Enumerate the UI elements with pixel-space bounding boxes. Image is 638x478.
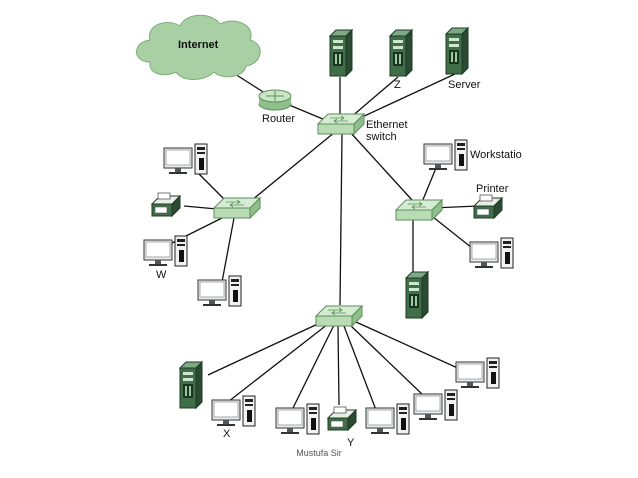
printer-icon [473, 194, 503, 219]
workstation-icon [413, 389, 458, 421]
workstation-label: Workstatio [470, 149, 522, 161]
workstation-icon [197, 275, 242, 307]
bottom-switch-icon [315, 305, 363, 327]
server-icon [329, 29, 353, 77]
w-label: W [156, 269, 167, 281]
printer-icon [327, 406, 357, 431]
workstation-x-icon [211, 395, 256, 427]
router-label: Router [262, 113, 295, 125]
y-label-partial: Y [347, 437, 355, 449]
workstation-icon [275, 403, 320, 435]
workstation-w-icon [143, 235, 188, 267]
left-switch-icon [213, 197, 261, 219]
internet-cloud-icon [136, 14, 261, 80]
workstation-icon [469, 237, 514, 269]
server-icon [179, 361, 203, 409]
server-icon [405, 271, 429, 319]
switch-label-line2: switch [366, 131, 397, 143]
printer-icon [151, 192, 181, 217]
server-label: Server [448, 79, 481, 91]
main-switch-icon [317, 113, 365, 135]
internet-label: Internet [178, 39, 219, 51]
router-icon [258, 89, 292, 111]
workstation-icon [423, 139, 468, 171]
x-label: X [223, 428, 231, 440]
ethernet-label-line1: Ethernet [366, 119, 408, 131]
server-icon [445, 27, 469, 75]
footer-credit: Mustufa Sir [296, 448, 342, 458]
right-switch-icon [395, 199, 443, 221]
printer-label: Printer [476, 183, 509, 195]
ethernet-switch-label: Ethernet switch [366, 119, 411, 143]
workstation-icon [163, 143, 208, 175]
workstation-icon [455, 357, 500, 389]
z-label: Z [394, 79, 401, 91]
server-icon [389, 29, 413, 77]
workstation-icon [365, 403, 410, 435]
connections [171, 54, 479, 411]
